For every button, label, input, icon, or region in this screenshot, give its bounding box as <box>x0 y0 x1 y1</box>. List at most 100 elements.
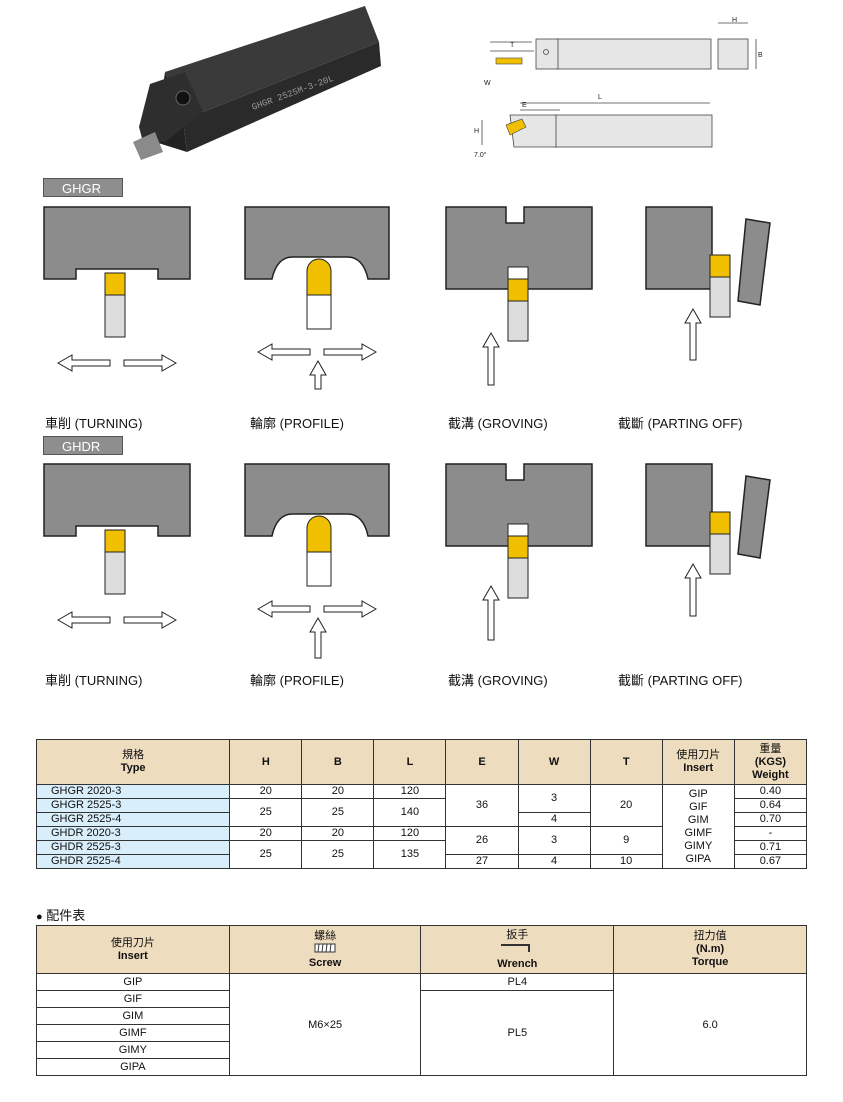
table-row: GIF PL5 <box>36 990 807 1076</box>
table-row: GIPA <box>36 1058 807 1076</box>
h-cell: 25 <box>229 840 303 869</box>
type-cell: GHGR 2525-4 <box>35 812 231 827</box>
acc-insert-cell: GIPA <box>36 1058 230 1076</box>
type-cell: GHDR 2020-3 <box>35 826 231 841</box>
spec-header-h: H <box>229 739 303 785</box>
e-cell: 26 <box>445 826 519 855</box>
table-row: GIMF <box>36 1024 807 1042</box>
ghdr-caption-turning: 車削 (TURNING) <box>45 673 143 688</box>
ghgr-tag: GHGR <box>43 178 123 197</box>
table-row: GHGR 2020-3 20 20 120 36 3 20 GIP GIF GI… <box>35 784 808 869</box>
dim-label-l: L <box>598 94 602 101</box>
ghdr-tag: GHDR <box>43 436 123 455</box>
acc-header-torque: 扭力值(N.m)Torque <box>613 925 807 974</box>
weight-cell: 0.70 <box>733 812 808 827</box>
screw-icon <box>314 943 336 952</box>
acc-wrench-cell: PL4 <box>420 973 615 991</box>
wrench-icon <box>501 943 531 952</box>
b-cell: 20 <box>301 784 375 799</box>
ghdr-caption-profile: 輪廓 (PROFILE) <box>250 673 344 688</box>
acc-insert-cell: GIF <box>36 990 230 1008</box>
insert-gimy: GIMY <box>684 839 713 852</box>
dim-label-angle: 7.0° <box>474 151 487 159</box>
ghdr-profile-diagram <box>244 463 390 659</box>
h-cell: 20 <box>229 826 303 841</box>
ghgr-caption-grooving: 截溝 (GROVING) <box>448 416 548 431</box>
acc-wrench-cell: PL5 <box>420 990 615 1076</box>
ghdr-caption-parting: 截斷 (PARTING OFF) <box>618 673 743 688</box>
dim-label-w: W <box>484 80 491 87</box>
spec-header-w: W <box>517 739 591 785</box>
acc-insert-cell: GIMY <box>36 1041 230 1059</box>
ghgr-grooving-diagram <box>445 206 593 386</box>
ghgr-caption-profile: 輪廓 (PROFILE) <box>250 416 344 431</box>
acc-screw-cell: M6×25 <box>228 973 422 1076</box>
table-row: GHDR 2525-4 27 4 10 0.67 <box>35 854 808 869</box>
insert-list-cell: GIP GIF GIM GIMF GIMY GIPA <box>661 784 735 869</box>
w-cell: 3 <box>517 784 591 813</box>
insert-gipa: GIPA <box>685 852 711 865</box>
tool-holder-photo: GHGR 2525M-3-20L <box>133 6 381 160</box>
weight-cell: 0.64 <box>733 798 808 813</box>
table-row: GIP M6×25 PL4 6.0 <box>36 973 807 1076</box>
dim-label-b: B <box>758 52 763 59</box>
weight-cell: - <box>733 826 808 841</box>
l-cell: 120 <box>373 784 447 799</box>
type-cell: GHGR 2525-3 <box>35 798 231 813</box>
ghgr-caption-parting: 截斷 (PARTING OFF) <box>618 416 743 431</box>
l-cell: 140 <box>373 798 447 827</box>
acc-insert-cell: GIM <box>36 1007 230 1025</box>
weight-cell: 0.40 <box>733 784 808 799</box>
spec-header-e: E <box>445 739 519 785</box>
ghdr-caption-grooving: 截溝 (GROVING) <box>448 673 548 688</box>
table-row: GHGR 2525-4 4 0.70 <box>35 812 808 827</box>
h-cell: 25 <box>229 798 303 827</box>
ghdr-turning-diagram <box>43 463 191 629</box>
insert-gip: GIP <box>688 787 708 800</box>
l-cell: 120 <box>373 826 447 841</box>
b-cell: 20 <box>301 826 375 841</box>
insert-gimf: GIMF <box>684 826 713 839</box>
table-row: GHGR 2525-3 25 25 140 0.64 <box>35 798 808 827</box>
w-cell: 4 <box>517 854 591 869</box>
insert-gim: GIM <box>687 813 709 826</box>
spec-header-l: L <box>373 739 447 785</box>
type-cell: GHDR 2525-4 <box>35 854 231 869</box>
type-cell: GHDR 2525-3 <box>35 840 231 855</box>
ghdr-parting-diagram <box>645 463 771 617</box>
acc-insert-cell: GIP <box>36 973 230 991</box>
b-cell: 25 <box>301 840 375 869</box>
e-cell: 27 <box>445 854 519 869</box>
ghgr-caption-turning: 車削 (TURNING) <box>45 416 143 431</box>
dimension-drawing: T W E L H B H 7.0° <box>474 17 763 159</box>
acc-header-wrench: 扳手 Wrench <box>420 925 615 974</box>
b-cell: 25 <box>301 798 375 827</box>
weight-cell: 0.71 <box>733 840 808 855</box>
insert-gif: GIF <box>689 800 708 813</box>
ghgr-profile-diagram <box>244 206 390 390</box>
dim-label-h-side: H <box>474 128 479 135</box>
acc-insert-cell: GIMF <box>36 1024 230 1042</box>
ghgr-turning-diagram <box>43 206 191 372</box>
accessories-title: 配件表 <box>46 908 86 923</box>
l-cell: 135 <box>373 840 447 869</box>
dim-label-e: E <box>522 102 527 109</box>
weight-cell: 0.67 <box>733 854 808 869</box>
dim-label-h-top: H <box>732 17 737 24</box>
bullet-icon: ● <box>36 911 43 923</box>
t-cell: 9 <box>589 826 663 855</box>
w-cell: 3 <box>517 826 591 855</box>
acc-torque-cell: 6.0 <box>613 973 807 1076</box>
ghdr-grooving-diagram <box>445 463 593 641</box>
spec-header-t: T <box>589 739 663 785</box>
spec-header-b: B <box>301 739 375 785</box>
spec-header-weight: 重量(KGS)Weight <box>733 739 808 785</box>
dim-label-t: T <box>510 42 515 49</box>
h-cell: 20 <box>229 784 303 799</box>
